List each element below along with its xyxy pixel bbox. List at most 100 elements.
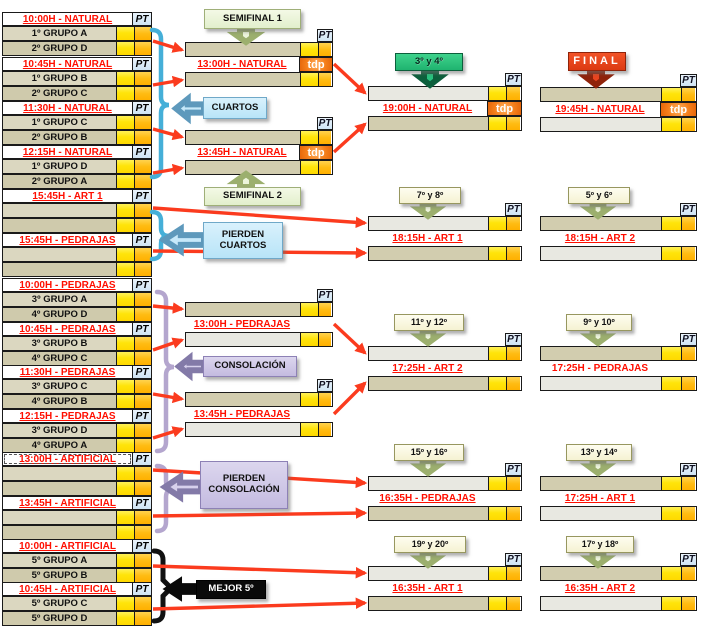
- team-cell[interactable]: [3, 467, 116, 480]
- pt-cell[interactable]: PT: [132, 146, 151, 158]
- score-cell-orange[interactable]: [134, 116, 151, 129]
- pt-cell[interactable]: PT: [317, 379, 333, 392]
- team-cell[interactable]: [369, 217, 488, 230]
- score-cell-yellow[interactable]: [661, 597, 681, 610]
- score-cell-yellow[interactable]: [116, 424, 134, 437]
- team-cell[interactable]: 4º GRUPO B: [3, 395, 116, 408]
- score-cell-yellow[interactable]: [116, 482, 134, 495]
- score-cell-yellow[interactable]: [116, 175, 134, 188]
- team-cell[interactable]: [541, 567, 661, 580]
- score-cell-yellow[interactable]: [116, 511, 134, 524]
- score-cell-orange[interactable]: [506, 87, 520, 100]
- match-time-cell[interactable]: 10:00H - NATURAL: [22, 13, 113, 25]
- match-time-cell[interactable]: 13:45H - ARTIFICIAL: [19, 497, 116, 509]
- score-cell-orange[interactable]: [134, 526, 151, 539]
- team-cell[interactable]: [541, 88, 661, 101]
- score-cell-orange[interactable]: [134, 439, 151, 452]
- score-cell-orange[interactable]: [681, 217, 695, 230]
- score-cell-yellow[interactable]: [661, 347, 681, 360]
- match-time-cell[interactable]: 13:00H - NATURAL: [197, 59, 287, 70]
- score-cell-orange[interactable]: [506, 217, 520, 230]
- match-time-cell[interactable]: 13:00H - ARTIFICIAL: [3, 453, 132, 465]
- team-cell[interactable]: 3º GRUPO A: [3, 293, 116, 306]
- pt-cell[interactable]: PT: [132, 453, 151, 465]
- score-cell-orange[interactable]: [134, 72, 151, 85]
- score-cell-yellow[interactable]: [116, 467, 134, 480]
- score-cell-orange[interactable]: [134, 219, 151, 232]
- score-cell-orange[interactable]: [318, 423, 331, 436]
- team-cell[interactable]: 5º GRUPO C: [3, 597, 116, 610]
- team-cell[interactable]: [3, 248, 116, 261]
- team-cell[interactable]: 2º GRUPO A: [3, 175, 116, 188]
- score-cell-orange[interactable]: [681, 247, 695, 260]
- match-time-cell[interactable]: 17:25H - ART 1: [564, 493, 636, 504]
- score-cell-yellow[interactable]: [116, 219, 134, 232]
- score-cell-yellow[interactable]: [300, 73, 318, 86]
- team-cell[interactable]: 1º GRUPO B: [3, 72, 116, 85]
- team-cell[interactable]: 3º GRUPO B: [3, 337, 116, 350]
- score-cell-orange[interactable]: [681, 507, 695, 520]
- tdp-cell[interactable]: tdp: [299, 145, 333, 160]
- team-cell[interactable]: [3, 219, 116, 232]
- score-cell-yellow[interactable]: [488, 247, 506, 260]
- team-cell[interactable]: 5º GRUPO B: [3, 569, 116, 582]
- score-cell-yellow[interactable]: [300, 423, 318, 436]
- match-time-cell[interactable]: 11:30H - PEDRAJAS: [19, 366, 116, 378]
- score-cell-orange[interactable]: [134, 160, 151, 173]
- score-cell-yellow[interactable]: [300, 333, 318, 346]
- score-cell-orange[interactable]: [134, 482, 151, 495]
- score-cell-orange[interactable]: [134, 293, 151, 306]
- score-cell-yellow[interactable]: [116, 131, 134, 144]
- pt-cell[interactable]: PT: [680, 333, 697, 346]
- score-cell-yellow[interactable]: [116, 72, 134, 85]
- pt-cell[interactable]: PT: [680, 463, 697, 476]
- tdp-cell[interactable]: tdp: [487, 101, 522, 116]
- team-cell[interactable]: [186, 43, 300, 56]
- score-cell-orange[interactable]: [134, 569, 151, 582]
- team-cell[interactable]: 2º GRUPO D: [3, 42, 116, 55]
- pt-cell[interactable]: PT: [132, 102, 151, 114]
- score-cell-yellow[interactable]: [661, 118, 681, 131]
- score-cell-orange[interactable]: [681, 347, 695, 360]
- team-cell[interactable]: 1º GRUPO D: [3, 160, 116, 173]
- score-cell-orange[interactable]: [134, 308, 151, 321]
- team-cell[interactable]: 4º GRUPO C: [3, 352, 116, 365]
- pt-cell[interactable]: PT: [132, 190, 151, 202]
- score-cell-orange[interactable]: [506, 117, 520, 130]
- score-cell-yellow[interactable]: [488, 477, 506, 490]
- score-cell-orange[interactable]: [134, 175, 151, 188]
- score-cell-yellow[interactable]: [661, 507, 681, 520]
- match-time-cell[interactable]: 12:15H - PEDRAJAS: [19, 410, 116, 422]
- score-cell-yellow[interactable]: [488, 217, 506, 230]
- team-cell[interactable]: [369, 567, 488, 580]
- score-cell-yellow[interactable]: [116, 263, 134, 276]
- match-time-cell[interactable]: 16:35H - ART 1: [392, 583, 463, 594]
- match-time-cell[interactable]: 19:00H - NATURAL: [382, 103, 473, 114]
- score-cell-orange[interactable]: [318, 131, 331, 144]
- team-cell[interactable]: [186, 393, 300, 406]
- team-cell[interactable]: 4º GRUPO D: [3, 308, 116, 321]
- pt-cell[interactable]: PT: [317, 29, 333, 42]
- score-cell-orange[interactable]: [506, 597, 520, 610]
- team-cell[interactable]: [3, 526, 116, 539]
- pt-cell[interactable]: PT: [132, 58, 151, 70]
- team-cell[interactable]: 2º GRUPO C: [3, 87, 116, 100]
- score-cell-orange[interactable]: [318, 393, 331, 406]
- match-time-cell[interactable]: 17:25H - ART 2: [392, 363, 463, 374]
- score-cell-yellow[interactable]: [661, 247, 681, 260]
- score-cell-orange[interactable]: [134, 204, 151, 217]
- pt-cell[interactable]: PT: [505, 553, 522, 566]
- score-cell-yellow[interactable]: [488, 507, 506, 520]
- match-time-cell[interactable]: 13:45H - NATURAL: [197, 147, 287, 158]
- score-cell-orange[interactable]: [134, 597, 151, 610]
- score-cell-orange[interactable]: [318, 73, 331, 86]
- pt-cell[interactable]: PT: [505, 73, 522, 86]
